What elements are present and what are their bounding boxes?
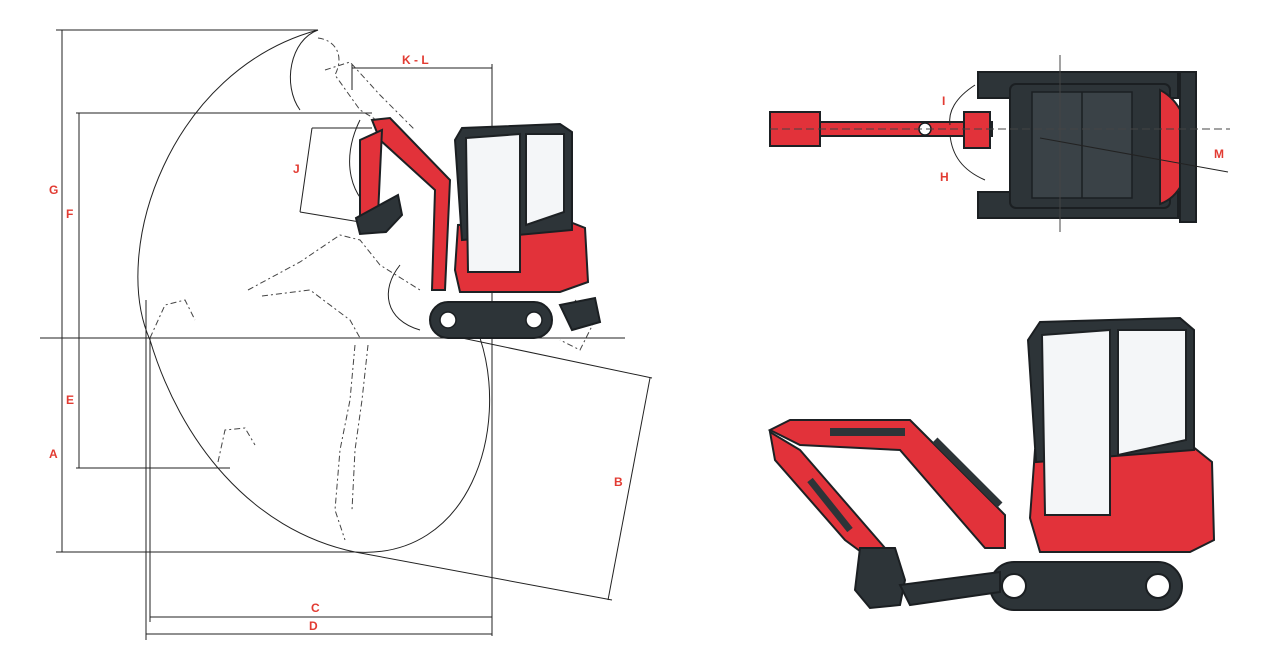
side-dozer-blade	[898, 570, 1001, 607]
side-bucket	[853, 547, 907, 610]
label-m: M	[1214, 147, 1224, 161]
label-g: G	[49, 183, 58, 197]
j-dimension-line	[299, 127, 313, 213]
label-f: F	[66, 207, 73, 221]
reach-arc	[137, 29, 491, 553]
excavator-side-main	[354, 116, 602, 339]
bucket-arc-top	[289, 29, 319, 111]
side-cab-window	[1040, 328, 1111, 516]
side-view-illustration	[767, 316, 1216, 611]
swing-arc	[387, 264, 421, 331]
j-extension-bottom	[299, 211, 361, 223]
cab-window-rear	[525, 133, 565, 227]
working-range-diagram: G F E A J K - L B C D	[40, 29, 653, 640]
label-e: E	[66, 393, 74, 407]
dozer-blade	[558, 296, 602, 332]
bucket	[354, 193, 404, 236]
cab-window	[464, 132, 521, 273]
angle-arc-h	[949, 134, 986, 181]
angle-arc-i	[949, 84, 976, 126]
side-arm	[768, 430, 887, 562]
ghost-arm-positions	[149, 37, 596, 541]
track	[429, 301, 553, 339]
top-blade	[1179, 71, 1197, 223]
b-extension-bottom	[354, 551, 613, 601]
top-view-diagram: I H M	[769, 55, 1230, 232]
label-kl: K - L	[402, 53, 429, 67]
label-b: B	[614, 475, 623, 489]
boom	[370, 116, 452, 291]
b-extension-top	[461, 337, 653, 379]
label-h: H	[940, 170, 949, 184]
b-dimension-line	[607, 377, 651, 601]
label-i: I	[942, 94, 945, 108]
label-j: J	[293, 162, 300, 176]
label-c: C	[311, 601, 320, 615]
label-a: A	[49, 447, 58, 461]
side-boom	[767, 419, 1006, 549]
side-cab-window-rear	[1117, 329, 1187, 457]
label-d: D	[309, 619, 318, 633]
